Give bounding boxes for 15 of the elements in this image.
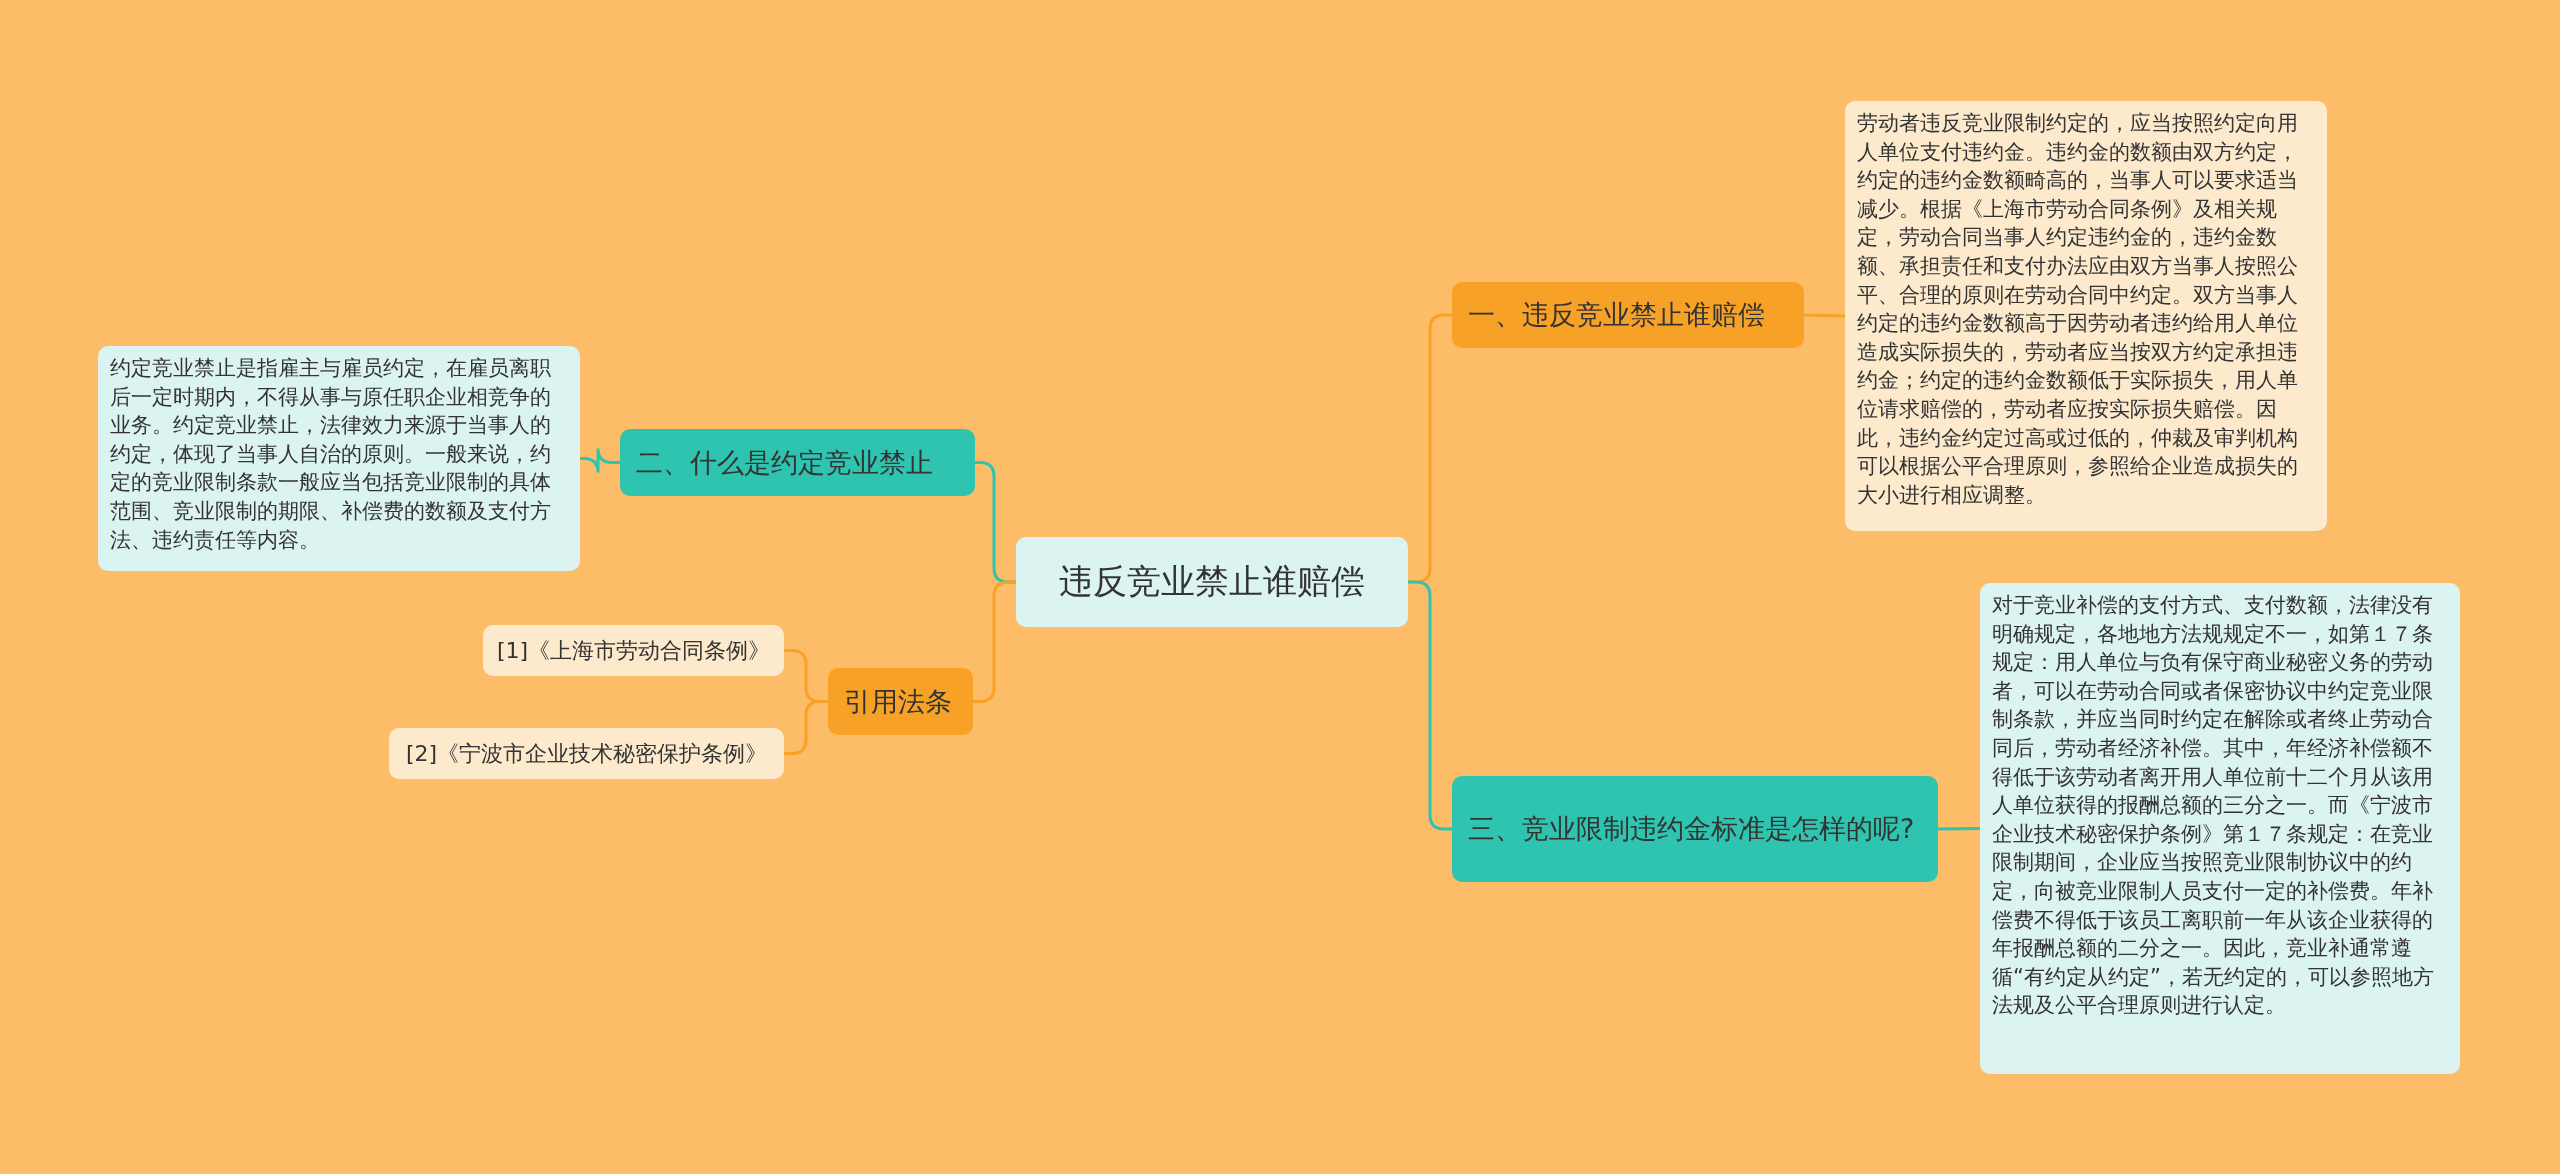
connector-line xyxy=(580,447,620,474)
text-box: 劳动者违反竞业限制约定的，应当按照约定向用人单位支付违约金。违约金的数额由双方约定，约定的违约金数额畸高的，当事人可以要求适当减少。根据《上海市劳动合同条例》及相关规定，劳动合同当事人约定违约金的，违约金数额、承担责任和支付办法应由双方当事人按照公平、合理的原则在劳动合同中约定。双方当事人约定的违约金数额高于因劳动者违约给用人单位造成实际损失的，劳动者应当按双方约定承担违约金；约定的违约金数额低于实际损失，用人单位请求赔偿的，劳动者应按实际损失赔偿。因此，违约金约定过高或过低的，仲裁及审判机构可以根据公平合理原则，参照给企业造成损失的大小进行相应调整。 xyxy=(1845,101,2327,531)
topic-box: 引用法条 xyxy=(828,668,973,735)
text-box: 对于竞业补偿的支付方式、支付数额，法律没有明确规定，各地地方法规规定不一，如第１７条规定：用人单位与负有保守商业秘密义务的劳动者，可以在劳动合同或者保密协议中约定竞业限制条款，并应当同时约定在解除或者终止劳动合同后，劳动者经济补偿。其中，年经济补偿额不得低于该劳动者离开用人单位前十二个月从该用人单位获得的报酬总额的三分之一。而《宁波市企业技术秘密保护条例》第１７条规定：在竞业限制期间，企业应当按照竞业限制协议中的约定，向被竞业限制人员支付一定的补偿费。年补偿费不得低于该员工离职前一年从该企业获得的年报酬总额的二分之一。因此，竞业补通常遵循“有约定从约定”，若无约定的，可以参照地方法规及公平合理原则进行认定。 xyxy=(1980,583,2460,1074)
topic-box: 一、违反竞业禁止谁赔偿 xyxy=(1452,282,1804,348)
connector-line xyxy=(1803,313,1846,318)
connector-line xyxy=(1938,827,1980,831)
central-topic-box: 违反竞业禁止谁赔偿 xyxy=(1016,537,1408,627)
connector-line xyxy=(1408,580,1452,831)
reference-box: [1]《上海市劳动合同条例》 xyxy=(483,625,784,676)
topic-box: 二、什么是约定竞业禁止 xyxy=(620,429,975,496)
reference-box: [2]《宁波市企业技术秘密保护条例》 xyxy=(389,728,784,779)
topic-box: 三、竞业限制违约金标准是怎样的呢? xyxy=(1452,776,1938,882)
connector-line xyxy=(973,580,1016,703)
text-box: 约定竞业禁止是指雇主与雇员约定，在雇员离职后一定时期内，不得从事与原任职企业相竞争的业务。约定竞业禁止，法律效力来源于当事人的约定，体现了当事人自治的原则。一般来说，约定的竞业限制条款一般应当包括竞业限制的具体范围、竞业限制的期限、补偿费的数额及支付方法、违约责任等内容。 xyxy=(98,346,580,571)
